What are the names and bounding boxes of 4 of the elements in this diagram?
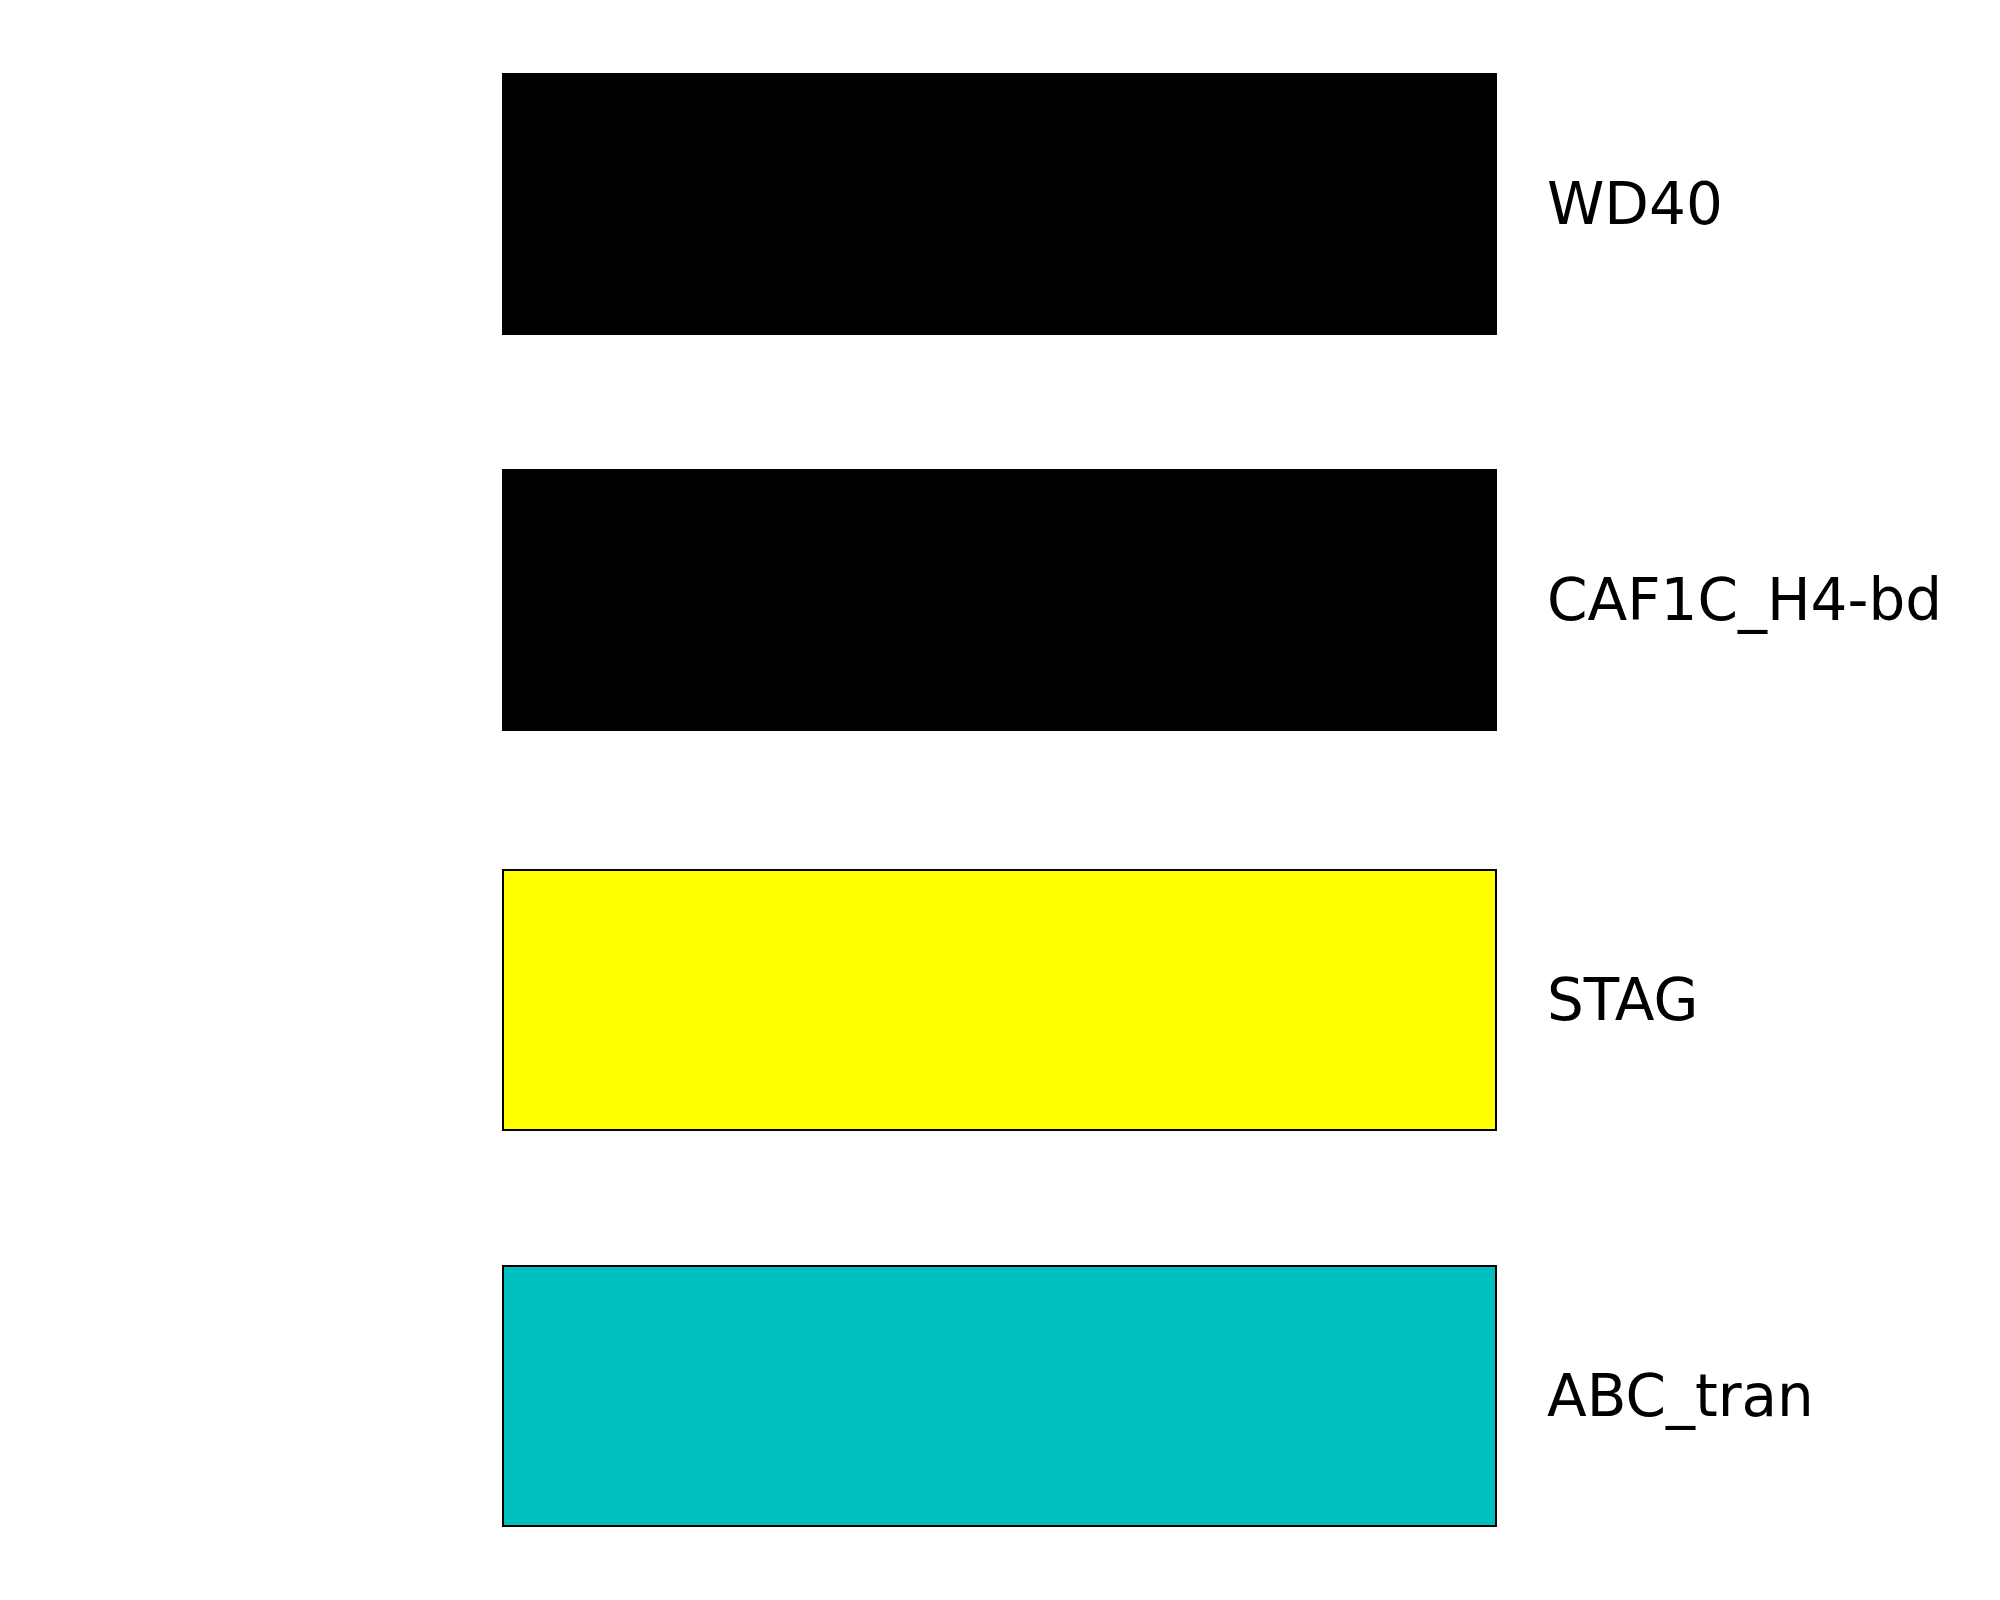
legend-label: ABC_tran — [1547, 1361, 1814, 1431]
legend-label: CAF1C_H4-bd — [1547, 565, 1942, 635]
legend-label: WD40 — [1547, 169, 1723, 239]
legend-label: STAG — [1547, 965, 1699, 1035]
